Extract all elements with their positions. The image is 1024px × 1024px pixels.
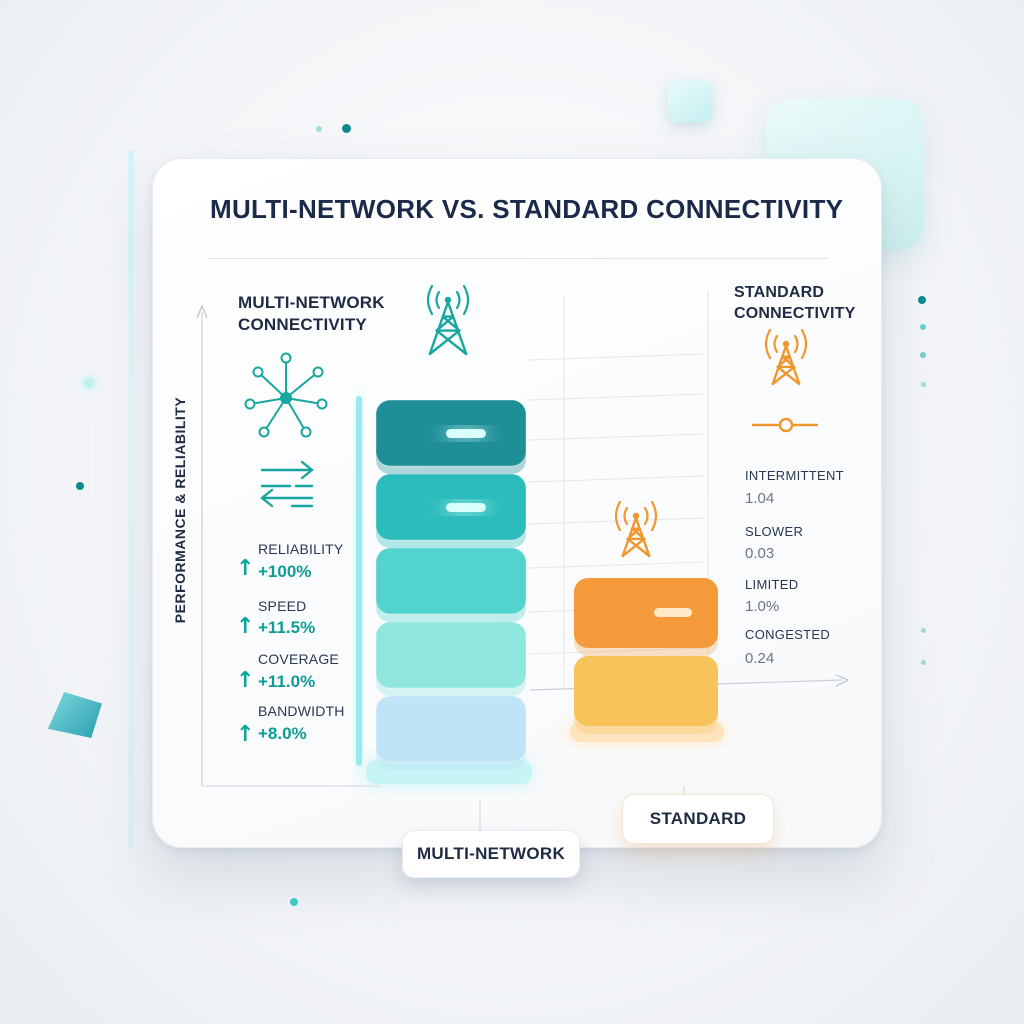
std-metric-name-slower: SLOWER (745, 524, 804, 539)
link-line-icon (752, 417, 818, 433)
standard-tower-icon (764, 328, 808, 386)
std-metric-value-slower: 0.03 (745, 545, 775, 562)
metric-name-reliability: RELIABILITY (258, 541, 344, 557)
bar-segment-multi (375, 695, 527, 763)
up-arrow-icon: ↑ (236, 556, 255, 581)
metric-value-speed: +11.5% (258, 618, 316, 637)
metric-value-reliability: +100% (258, 562, 312, 581)
gridline (527, 353, 705, 361)
deco-dot (316, 126, 322, 132)
category-label-multi-network: MULTI-NETWORK (402, 830, 580, 878)
chart-title: MULTI-NETWORK VS. STANDARD CONNECTIVITY (210, 194, 844, 224)
standard-section-title-line2: CONNECTIVITY (734, 305, 856, 322)
bar-segment-multi (375, 621, 527, 689)
up-arrow-icon: ↑ (236, 614, 255, 639)
std-metric-value-limited: 1.0% (745, 598, 780, 615)
y-axis-arrow (196, 304, 208, 319)
data-transfer-icon (260, 460, 314, 508)
metric-value-coverage: +11.0% (258, 672, 316, 691)
floating-square (668, 80, 712, 122)
metric-name-speed: SPEED (258, 598, 307, 614)
deco-dot (920, 324, 926, 330)
y-axis-label: PERFORMANCE & RELIABILITY (172, 396, 188, 624)
deco-dot (84, 378, 94, 388)
gridline (527, 433, 705, 441)
network-hub-icon (244, 352, 328, 438)
bar-segment-multi (375, 547, 527, 615)
metric-name-coverage: COVERAGE (258, 651, 339, 667)
bar-segment-standard (574, 656, 718, 726)
gridline (527, 393, 705, 401)
std-metric-name-congested: CONGESTED (745, 627, 831, 642)
metric-name-bandwidth: BANDWIDTH (258, 703, 345, 719)
deco-dot (921, 628, 926, 633)
multi-section-title-line1: MULTI-NETWORK (238, 293, 385, 312)
bar-indicator-slot (446, 503, 486, 512)
std-metric-name-limited: LIMITED (745, 577, 799, 592)
bar-segment-standard (574, 578, 718, 648)
bar-indicator-slot (654, 608, 692, 617)
deco-dot (920, 352, 926, 358)
deco-dot (921, 382, 926, 387)
up-arrow-icon: ↑ (236, 668, 255, 693)
deco-dot (76, 482, 84, 490)
deco-dot (918, 296, 926, 304)
category-label-standard: STANDARD (622, 794, 774, 844)
glow-line (128, 150, 134, 850)
gridline (527, 647, 705, 655)
bar-indicator-slot (446, 429, 486, 438)
deco-dot (921, 660, 926, 665)
bar-glow-edge (356, 396, 362, 766)
bar-base-glow-standard (570, 722, 724, 742)
gridline (527, 475, 705, 483)
title-divider (208, 258, 828, 259)
standard-tower-icon (614, 500, 658, 558)
bar-base-glow-multi (366, 760, 532, 784)
x-axis-arrow (835, 674, 850, 687)
antenna-tower-icon (426, 284, 470, 356)
deco-dot (342, 124, 351, 133)
deco-dot (290, 898, 298, 906)
std-metric-name-intermittent: INTERMITTENT (745, 468, 844, 483)
metric-value-bandwidth: +8.0% (258, 724, 307, 743)
multi-section-title-line2: CONNECTIVITY (238, 315, 367, 334)
up-arrow-icon: ↑ (236, 722, 255, 747)
std-metric-value-intermittent: 1.04 (745, 490, 775, 507)
standard-section-title-line1: STANDARD (734, 284, 825, 301)
gridline (527, 561, 705, 569)
std-metric-value-congested: 0.24 (745, 650, 775, 667)
